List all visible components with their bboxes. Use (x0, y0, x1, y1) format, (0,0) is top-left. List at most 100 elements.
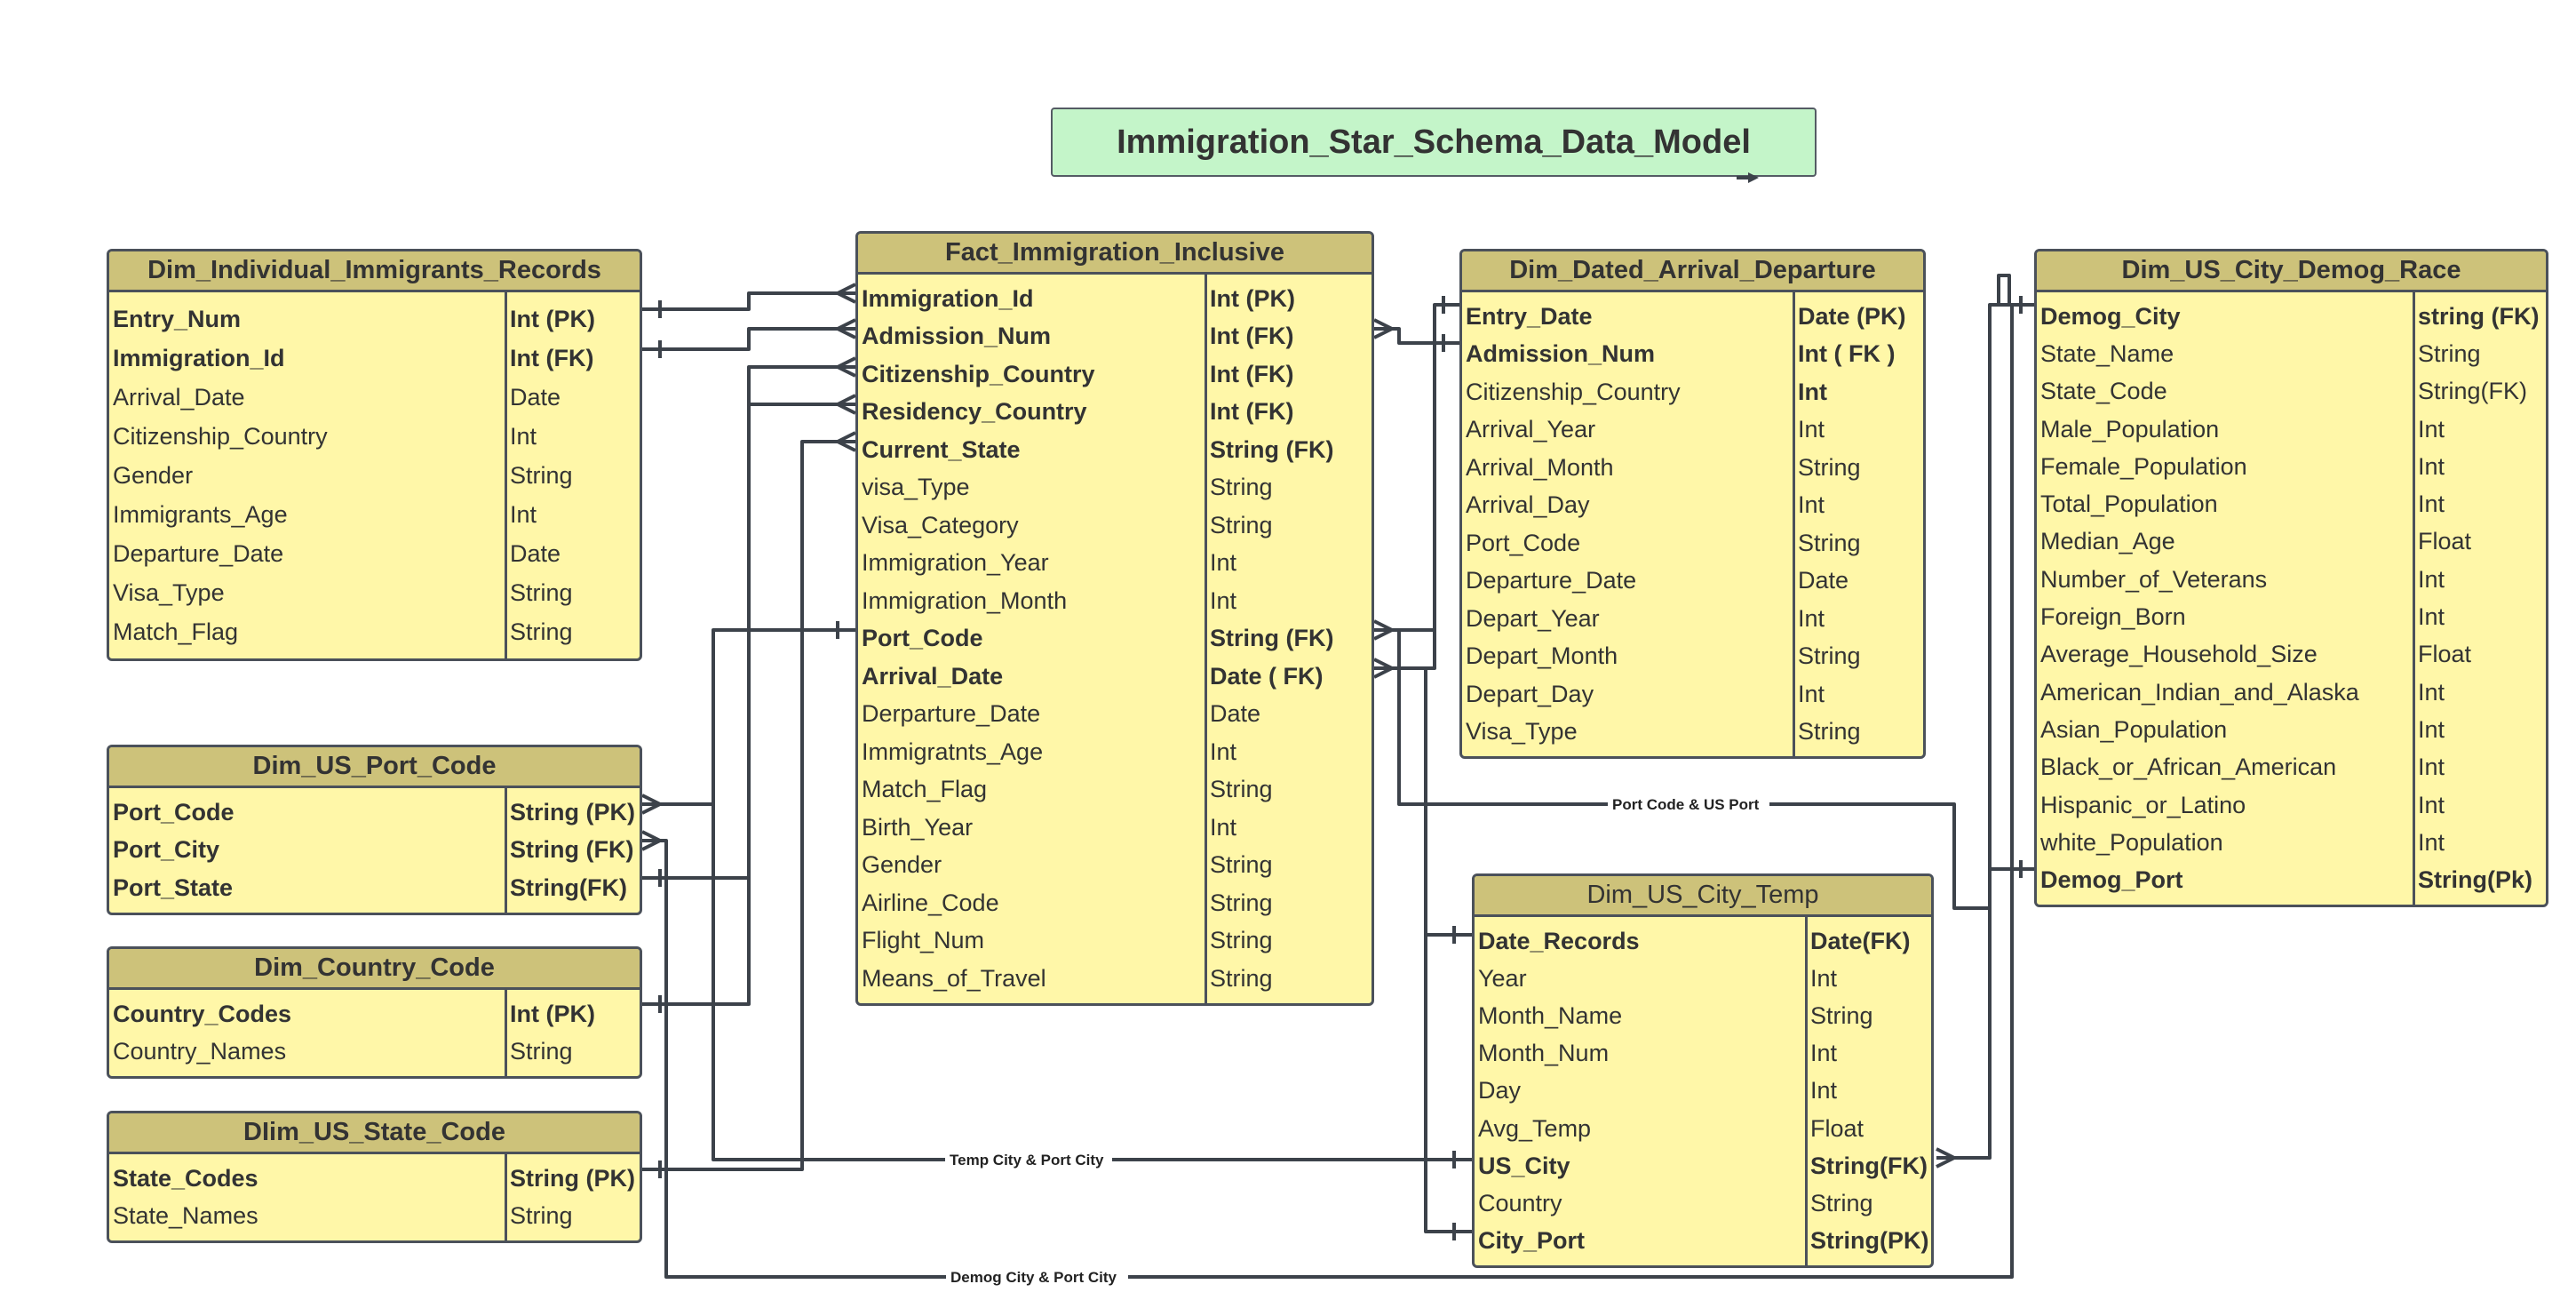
field-type: String(FK) (510, 873, 627, 901)
table-header: Dim_US_City_Temp (1475, 876, 1931, 917)
field-type: String(Pk) (2418, 866, 2533, 894)
field-name: US_City (1478, 1152, 1570, 1179)
field-type: Date (1798, 567, 1849, 594)
field-type: String (510, 578, 573, 606)
field-name: Current_State (862, 435, 1021, 463)
field-name: Arrival_Year (1466, 416, 1596, 443)
field-type: String (2418, 339, 2481, 367)
field-type: Int (510, 422, 537, 450)
crow-foot-port-city (641, 830, 662, 851)
crow-foot-temp-us-city-right (1936, 1147, 1956, 1168)
line-arrival-date-records (1399, 666, 1472, 937)
field-name: State_Code (2040, 378, 2167, 405)
field-type: Int (2418, 415, 2445, 443)
line-admission-dated (1374, 327, 1459, 345)
field-name: State_Names (113, 1202, 258, 1230)
line-arrival-date-entry-date (1374, 303, 1459, 670)
line-arrival-city-port (1424, 935, 1472, 1233)
field-type: String (FK) (1210, 625, 1334, 652)
